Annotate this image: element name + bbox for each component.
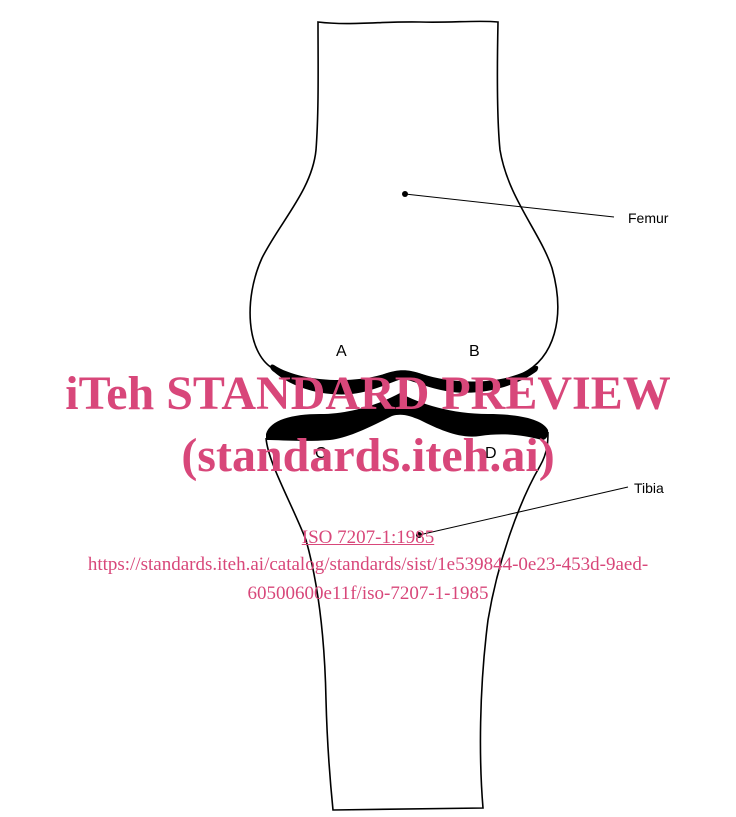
tibia-outline: [266, 432, 548, 810]
watermark-subtitle: (standards.iteh.ai): [0, 430, 736, 482]
label-a: A: [336, 343, 347, 361]
femur-pointer-line: [405, 194, 614, 217]
watermark-url-line2[interactable]: 60500600e11f/iso-7207-1-1985: [0, 582, 736, 605]
callout-tibia: Tibia: [634, 480, 664, 496]
callout-femur: Femur: [628, 210, 668, 226]
label-b: B: [469, 343, 480, 361]
femur-outline: [250, 21, 558, 383]
watermark-title: iTeh STANDARD PREVIEW: [0, 368, 736, 420]
watermark-standard-link[interactable]: ISO 7207-1:1985: [0, 526, 736, 549]
watermark-url-line1[interactable]: https://standards.iteh.ai/catalog/standa…: [0, 553, 736, 576]
